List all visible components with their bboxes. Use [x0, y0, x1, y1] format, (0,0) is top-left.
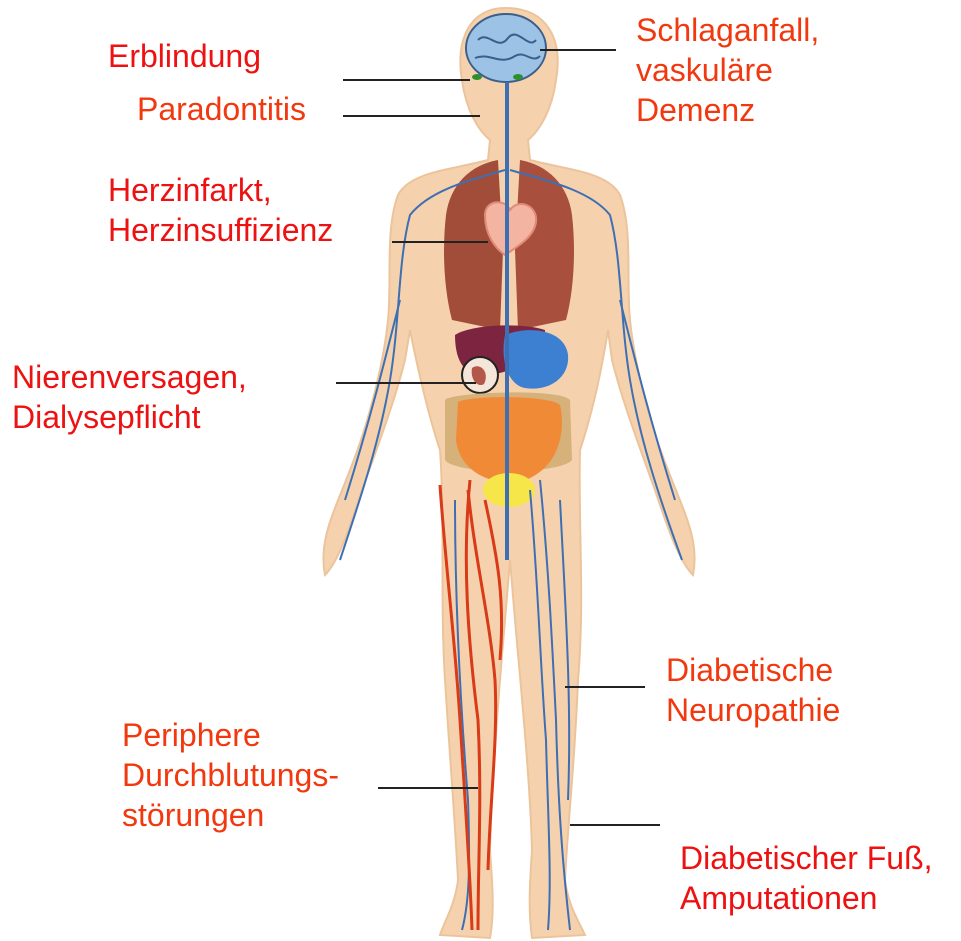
label-fuss-line2: Amputationen: [680, 880, 877, 916]
label-schlaganfall-line2: vaskuläre: [636, 52, 773, 88]
label-nierenversagen-line1: Nierenversagen,: [12, 359, 247, 395]
label-neuropathie: Diabetische Neuropathie: [666, 650, 840, 730]
brain-shape: [466, 14, 546, 82]
label-schlaganfall: Schlaganfall, vaskuläre Demenz: [636, 10, 819, 130]
label-erblindung: Erblindung: [108, 36, 261, 76]
label-durchblutung: Periphere Durchblutungs- störungen: [122, 715, 339, 835]
brain: [466, 14, 546, 82]
label-nierenversagen-line2: Dialysepflicht: [12, 399, 201, 435]
label-paradontitis-line1: Paradontitis: [137, 91, 306, 127]
label-nierenversagen: Nierenversagen, Dialysepflicht: [12, 357, 247, 437]
label-fuss-line1: Diabetischer Fuß,: [680, 840, 933, 876]
label-schlaganfall-line1: Schlaganfall,: [636, 12, 819, 48]
label-paradontitis: Paradontitis: [137, 89, 306, 129]
label-erblindung-line1: Erblindung: [108, 38, 261, 74]
label-durchblutung-line1: Periphere: [122, 717, 261, 753]
label-schlaganfall-line3: Demenz: [636, 92, 755, 128]
label-fuss: Diabetischer Fuß, Amputationen: [680, 838, 933, 918]
label-neuropathie-line2: Neuropathie: [666, 692, 840, 728]
right-eye: [513, 74, 523, 80]
left-eye: [472, 74, 482, 80]
label-durchblutung-line2: Durchblutungs-: [122, 757, 339, 793]
label-durchblutung-line3: störungen: [122, 797, 264, 833]
label-herzinfarkt-line2: Herzinsuffizienz: [108, 212, 333, 248]
label-herzinfarkt-line1: Herzinfarkt,: [108, 172, 272, 208]
label-herzinfarkt: Herzinfarkt, Herzinsuffizienz: [108, 170, 333, 250]
label-neuropathie-line1: Diabetische: [666, 652, 833, 688]
